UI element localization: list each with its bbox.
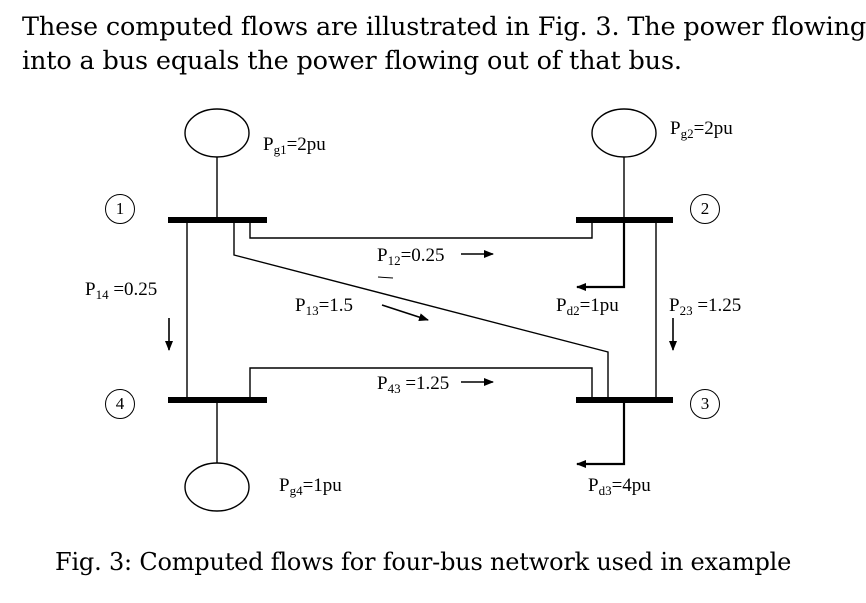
bus-number-4: 4 — [105, 389, 135, 419]
intro-line-1: These computed flows are illustrated in … — [22, 12, 866, 42]
intro-paragraph: These computed flows are illustrated in … — [22, 10, 866, 78]
intro-line-2: into a bus equals the power flowing out … — [22, 46, 682, 76]
label-p12: P12=0.25 — [377, 245, 445, 269]
bus-bar-1 — [168, 217, 267, 223]
figure-caption: Fig. 3: Computed flows for four-bus netw… — [55, 548, 792, 576]
label-p14: P14 =0.25 — [85, 279, 158, 303]
flow-arrow-13 — [381, 304, 429, 322]
label-pd2: Pd2=1pu — [556, 295, 619, 319]
bus-number-3: 3 — [690, 389, 720, 419]
label-pd3: Pd3=4pu — [588, 475, 651, 499]
label-pg2: Pg2=2pu — [670, 118, 733, 142]
bus-number-1: 1 — [105, 194, 135, 224]
line-1-3 — [233, 223, 609, 397]
bus-bar-4 — [168, 397, 267, 403]
line-1-2 — [249, 223, 593, 239]
four-bus-diagram — [165, 108, 677, 512]
bus-bar-2 — [576, 217, 673, 223]
label-pg1: Pg1=2pu — [263, 134, 326, 158]
flow-arrow-12-tick — [377, 276, 394, 279]
bus-number-2: 2 — [690, 194, 720, 224]
generator-4 — [184, 462, 250, 512]
bus-bar-3 — [576, 397, 673, 403]
load-arrow-2 — [576, 223, 626, 291]
label-p13: P13=1.5 — [295, 295, 354, 319]
line-4-3 — [249, 367, 593, 397]
load-arrow-3 — [576, 403, 626, 468]
generator-2 — [591, 108, 657, 158]
generator-1 — [184, 108, 250, 158]
label-p43: P43 =1.25 — [377, 373, 450, 397]
label-pg4: Pg4=1pu — [279, 475, 342, 499]
label-p23: P23 =1.25 — [669, 295, 742, 319]
